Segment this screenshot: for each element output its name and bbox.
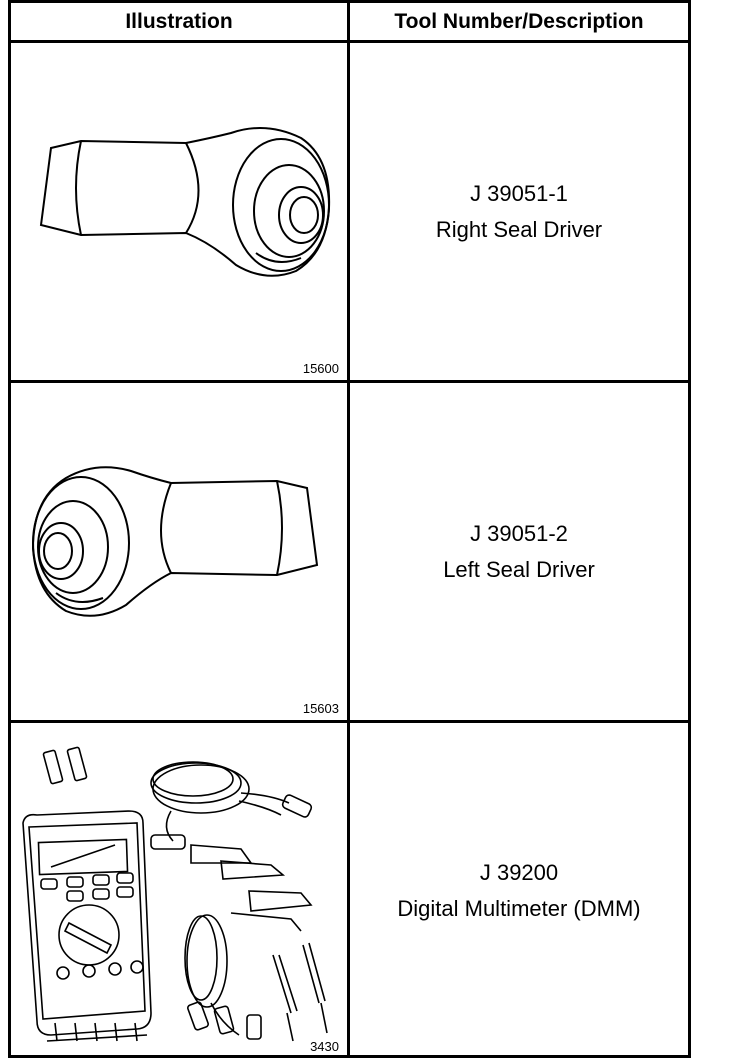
row-divider [11, 380, 688, 383]
left-seal-driver-illustration [11, 383, 347, 720]
multimeter-icon [23, 811, 151, 1041]
right-seal-driver-illustration [11, 43, 347, 380]
tool-table: Illustration Tool Number/Description 156… [8, 0, 691, 1058]
figure-number: 15603 [302, 701, 339, 716]
illustration-cell-digital-multimeter: 3430 [11, 723, 347, 1058]
tool-description: Digital Multimeter (DMM) [397, 895, 641, 921]
tool-number: J 39051-1 [470, 180, 568, 206]
figure-number: 15600 [302, 361, 339, 376]
figure-number: 3430 [310, 1039, 339, 1054]
illustration-header: Illustration [125, 9, 233, 33]
test-lead-icon [185, 915, 261, 1039]
probe-icon [273, 943, 327, 1041]
illustration-cell-left-seal-driver: 15603 [11, 383, 347, 720]
description-cell-digital-multimeter: J 39200 Digital Multimeter (DMM) [350, 723, 688, 1058]
tool-description: Right Seal Driver [435, 216, 603, 242]
description-cell-right-seal-driver: J 39051-1 Right Seal Driver [350, 43, 688, 380]
description-header: Tool Number/Description [394, 9, 644, 33]
row-divider [11, 720, 688, 723]
header-divider [11, 40, 688, 43]
test-lead-icon [151, 762, 313, 931]
column-divider [347, 3, 350, 1058]
tool-description: Left Seal Driver [443, 556, 595, 582]
tool-number: J 39051-2 [470, 520, 568, 546]
digital-multimeter-illustration [11, 723, 347, 1058]
tool-number: J 39200 [479, 859, 559, 885]
fuse-icon [43, 747, 87, 784]
description-cell-left-seal-driver: J 39051-2 Left Seal Driver [350, 383, 688, 720]
illustration-cell-right-seal-driver: 15600 [11, 43, 347, 380]
